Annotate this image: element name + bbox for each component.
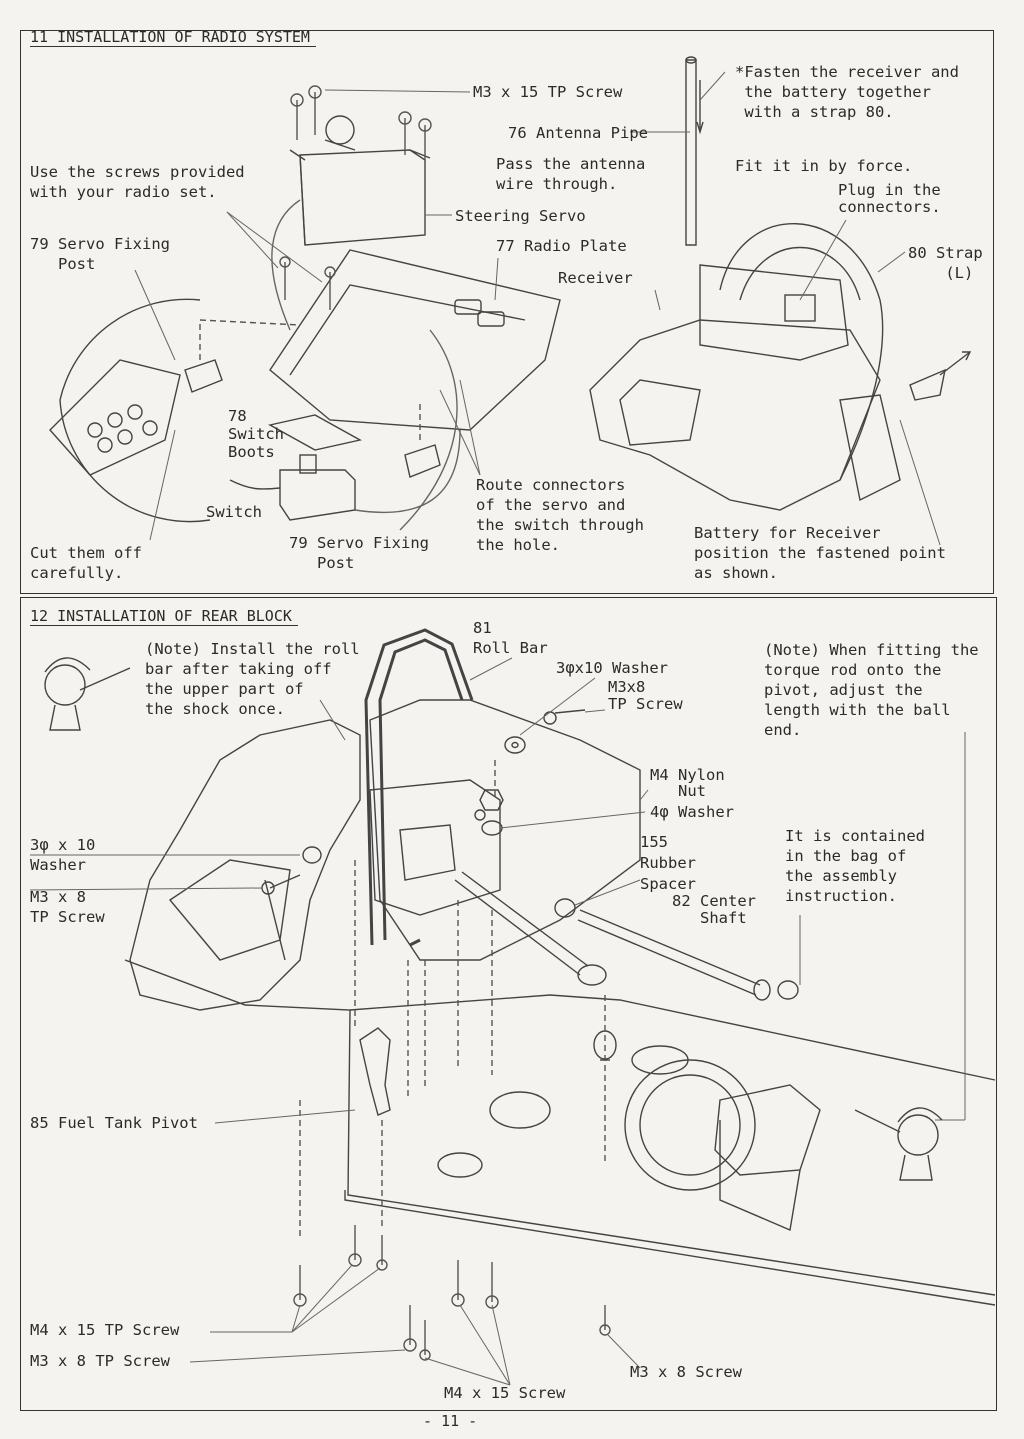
note-pass-antenna: Pass the antenna wire through. (496, 155, 646, 193)
note-fit-force: Fit it in by force. (735, 157, 913, 175)
note-torque-rod: (Note) When fitting the torque rod onto … (764, 641, 979, 739)
servo-posts-drawing (184, 359, 441, 478)
label-m3x8-screw: M3 x 8 Screw (630, 1363, 742, 1381)
label-strap: 80 Strap (L) (908, 244, 983, 282)
label-m4x15-tp-screw: M4 x 15 TP Screw (30, 1321, 180, 1339)
label-steering-servo: Steering Servo (455, 207, 586, 225)
label-roll-bar: 81 Roll Bar (473, 619, 548, 657)
label-m3x8-tp-screw-bottom: M3 x 8 TP Screw (30, 1352, 170, 1370)
note-route-connectors: Route connectors of the servo and the sw… (476, 476, 644, 554)
note-plug-connectors: Plug in the connectors. (838, 181, 941, 216)
note-battery-receiver: Battery for Receiver position the fasten… (694, 524, 946, 582)
label-switch: Switch (206, 503, 262, 521)
section-11-frame (20, 30, 994, 594)
guide-lines-11 (199, 319, 421, 440)
steering-servo-drawing (289, 115, 431, 246)
label-m3x8-tp-screw-left: M3 x 8 TP Screw (30, 888, 105, 926)
gearbox-drawing (129, 699, 641, 1011)
section-12-frame (20, 597, 997, 1411)
label-m4x15-screw: M4 x 15 Screw (444, 1384, 566, 1402)
label-m3x8-tp-screw-top: M3x8 TP Screw (608, 678, 683, 713)
label-washer-left: 3φ x 10 Washer (30, 836, 96, 874)
differential-drawing (593, 1030, 821, 1231)
torque-rod-drawing (454, 871, 607, 986)
label-4-washer: 4φ Washer (650, 803, 734, 821)
label-center-shaft: 82 Center Shaft (672, 892, 756, 927)
label-servo-fixing-post-top: 79 Servo Fixing Post (30, 235, 170, 273)
note-cut-off: Cut them off carefully. (30, 544, 142, 582)
label-fuel-tank-pivot: 85 Fuel Tank Pivot (30, 1114, 198, 1132)
label-radio-plate: 77 Radio Plate (496, 237, 627, 255)
note-use-screws: Use the screws provided with your radio … (30, 163, 245, 201)
label-m3x15-tp-screw: M3 x 15 TP Screw (473, 83, 623, 101)
label-servo-fixing-post-bottom: 79 Servo Fixing Post (289, 534, 429, 572)
washers-nuts-drawing (261, 709, 586, 918)
roll-bar-drawing (364, 628, 474, 947)
rear-block-drawing (369, 779, 501, 916)
label-washer-3x10: 3φx10 Washer (556, 659, 668, 677)
label-rubber-spacer: 155 Rubber Spacer (640, 833, 696, 893)
radio-plate-drawing (269, 249, 561, 431)
note-install-roll-bar: (Note) Install the roll bar after taking… (145, 640, 360, 718)
page-number: - 11 - (423, 1412, 478, 1430)
antenna-pipe-drawing (685, 56, 704, 246)
mascot-figures-drawing (44, 657, 943, 1181)
note-contained-bag: It is contained in the bag of the assemb… (785, 827, 925, 905)
receiver-assembly-drawing (589, 223, 972, 511)
bottom-screws-drawing (293, 1225, 611, 1361)
detail-circle-drawing (49, 298, 211, 523)
wires-drawing (271, 199, 461, 531)
label-m4-nylon-nut: M4 Nylon Nut (650, 766, 725, 800)
guide-lines-12 (299, 760, 606, 1240)
center-shaft-drawing (577, 909, 799, 1001)
note-fasten-receiver: *Fasten the receiver and the battery tog… (735, 63, 959, 121)
label-antenna-pipe: 76 Antenna Pipe (508, 124, 648, 142)
chassis-plate-drawing (124, 959, 996, 1306)
section-12-title: 12 INSTALLATION OF REAR BLOCK (30, 607, 298, 626)
section-11-title: 11 INSTALLATION OF RADIO SYSTEM (30, 28, 316, 47)
label-receiver: Receiver (558, 269, 633, 287)
label-switch-boots: 78 Switch Boots (228, 407, 284, 461)
screws-top-drawing (279, 85, 432, 310)
leader-lines-11 (134, 71, 941, 546)
fuel-tank-pivot-drawing (359, 1027, 391, 1116)
leader-lines-12 (29, 657, 966, 1386)
